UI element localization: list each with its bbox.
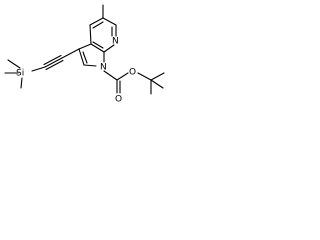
- atom-si: Si: [16, 69, 24, 79]
- bond-c5-c6: [102, 17, 117, 26]
- bond-n7-c7a: [103, 44, 115, 53]
- bond-triple-1: [44, 57, 63, 68]
- bond-c2-c3-inner: [82, 51, 88, 64]
- atom-o-carbonyl: O: [115, 95, 122, 105]
- bond-cq-me3: [150, 79, 164, 89]
- bond-oester-cq: [137, 72, 152, 81]
- bond-n1-carbonyl: [103, 70, 118, 81]
- bond-c7a-c3a: [90, 43, 105, 53]
- atom-n7: N: [112, 37, 119, 47]
- bond-c7a-c3a-inner: [92, 41, 104, 49]
- bond-triple-3: [45, 59, 64, 71]
- atom-o-ester: O: [129, 68, 136, 78]
- bond-si-me3: [20, 77, 23, 89]
- bond-triple-2: [43, 54, 62, 66]
- bond-c3-alkyne: [61, 48, 80, 59]
- atom-n1: N: [100, 63, 107, 73]
- bond-alkyne-si: [31, 66, 46, 72]
- molecule-drawing: N N O O Si: [4, 4, 165, 105]
- bond-c2-n1: [83, 64, 97, 67]
- bond-c4-c5: [89, 17, 104, 26]
- bond-si-me1: [7, 59, 21, 69]
- bond-c3-c2: [78, 48, 85, 66]
- bond-c3a-c3: [78, 43, 92, 50]
- bond-cq-me1: [150, 72, 165, 81]
- bond-c4-c5-inner: [92, 21, 104, 29]
- structure-diagram: N N O O Si: [0, 0, 180, 110]
- bond-carbonyl-oester: [116, 72, 129, 81]
- bond-c3a-c4: [89, 24, 92, 45]
